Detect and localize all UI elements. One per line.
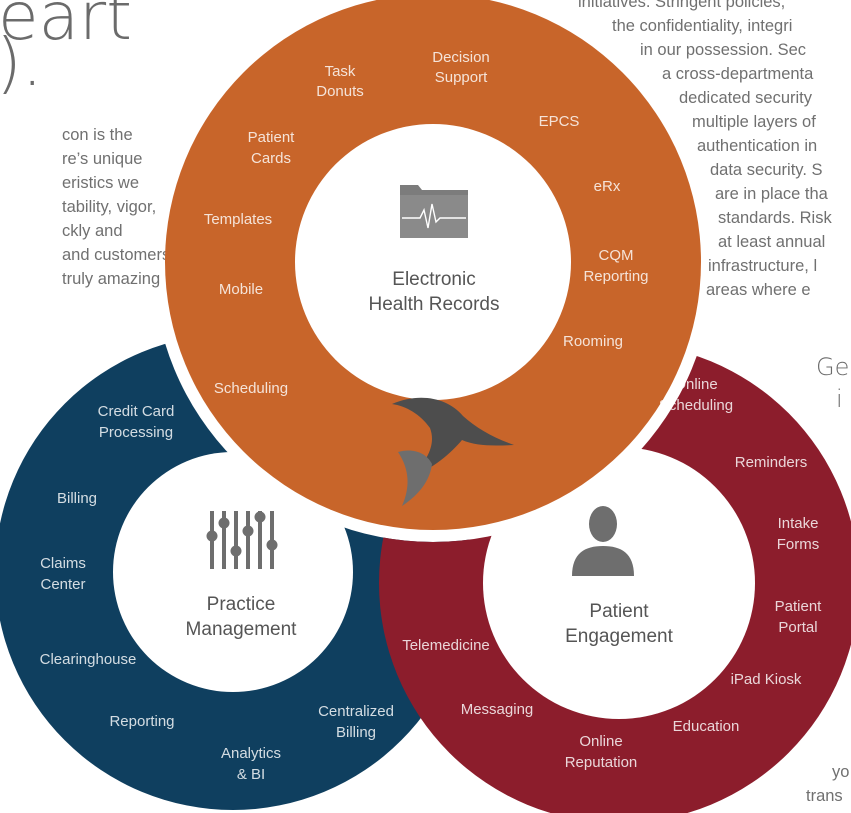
hummingbird-logo [392, 397, 514, 506]
right-heading-line-1: Ge [816, 353, 850, 381]
right-paragraph-line: infrastructure, l [708, 257, 818, 275]
right-paragraph-line: multiple layers of [692, 113, 816, 131]
pe-item: Reminders [735, 454, 808, 471]
pm-item: Billing [57, 490, 97, 507]
left-paragraph-line: ckly and [62, 222, 123, 240]
sliders-icon [206, 511, 278, 569]
right-paragraph-line: the confidentiality, integri [612, 17, 793, 35]
right-paragraph-line: authentication in [697, 137, 818, 155]
pm-item: Analytics& BI [221, 745, 281, 783]
right-heading-line-2: i [836, 385, 843, 413]
left-heading-line-2: ). [0, 24, 43, 101]
left-paragraph-line: re’s unique [62, 150, 143, 168]
pm-item: Reporting [109, 713, 174, 730]
pe-item: Education [673, 718, 740, 735]
left-paragraph-line: con is the [62, 126, 133, 144]
electronic-health-records-ring [165, 0, 701, 530]
pm-item: Scheduling [214, 380, 288, 397]
pe-item: iPad Kiosk [731, 671, 802, 688]
right-paragraph-line: initiatives. Stringent policies, [578, 0, 786, 11]
ehr-item: Templates [204, 211, 272, 228]
left-paragraph-line: eristics we [62, 174, 140, 192]
person-icon [572, 506, 634, 576]
right-paragraph-line: areas where e [706, 281, 811, 299]
right-paragraph-line: in our possession. Sec [640, 41, 807, 59]
right-paragraph-line: data security. S [710, 161, 823, 179]
left-paragraph-line: truly amazing [62, 270, 161, 288]
pm-item: Clearinghouse [40, 651, 137, 668]
right-bottom-line-1: yo [832, 763, 850, 781]
left-paragraph-line: and customers, [62, 246, 175, 264]
right-bottom-line-2: trans [806, 787, 843, 805]
left-heading-line-1: eart [0, 0, 133, 55]
pe-item: Telemedicine [402, 637, 490, 654]
right-paragraph-line: a cross-departmenta [662, 65, 814, 83]
right-paragraph-line: are in place tha [715, 185, 828, 203]
ehr-item: Mobile [219, 281, 263, 298]
ehr-item: Rooming [563, 333, 623, 350]
pe-item: Messaging [461, 701, 534, 718]
right-paragraph-line: dedicated security [679, 89, 812, 107]
right-paragraph-line: at least annual [718, 233, 826, 251]
ehr-item: EPCS [539, 113, 580, 130]
ehr-item: eRx [594, 178, 621, 195]
folder-heartbeat-icon [400, 185, 468, 238]
right-paragraph-line: standards. Risk [718, 209, 832, 227]
left-paragraph-line: tability, vigor, [62, 198, 157, 216]
